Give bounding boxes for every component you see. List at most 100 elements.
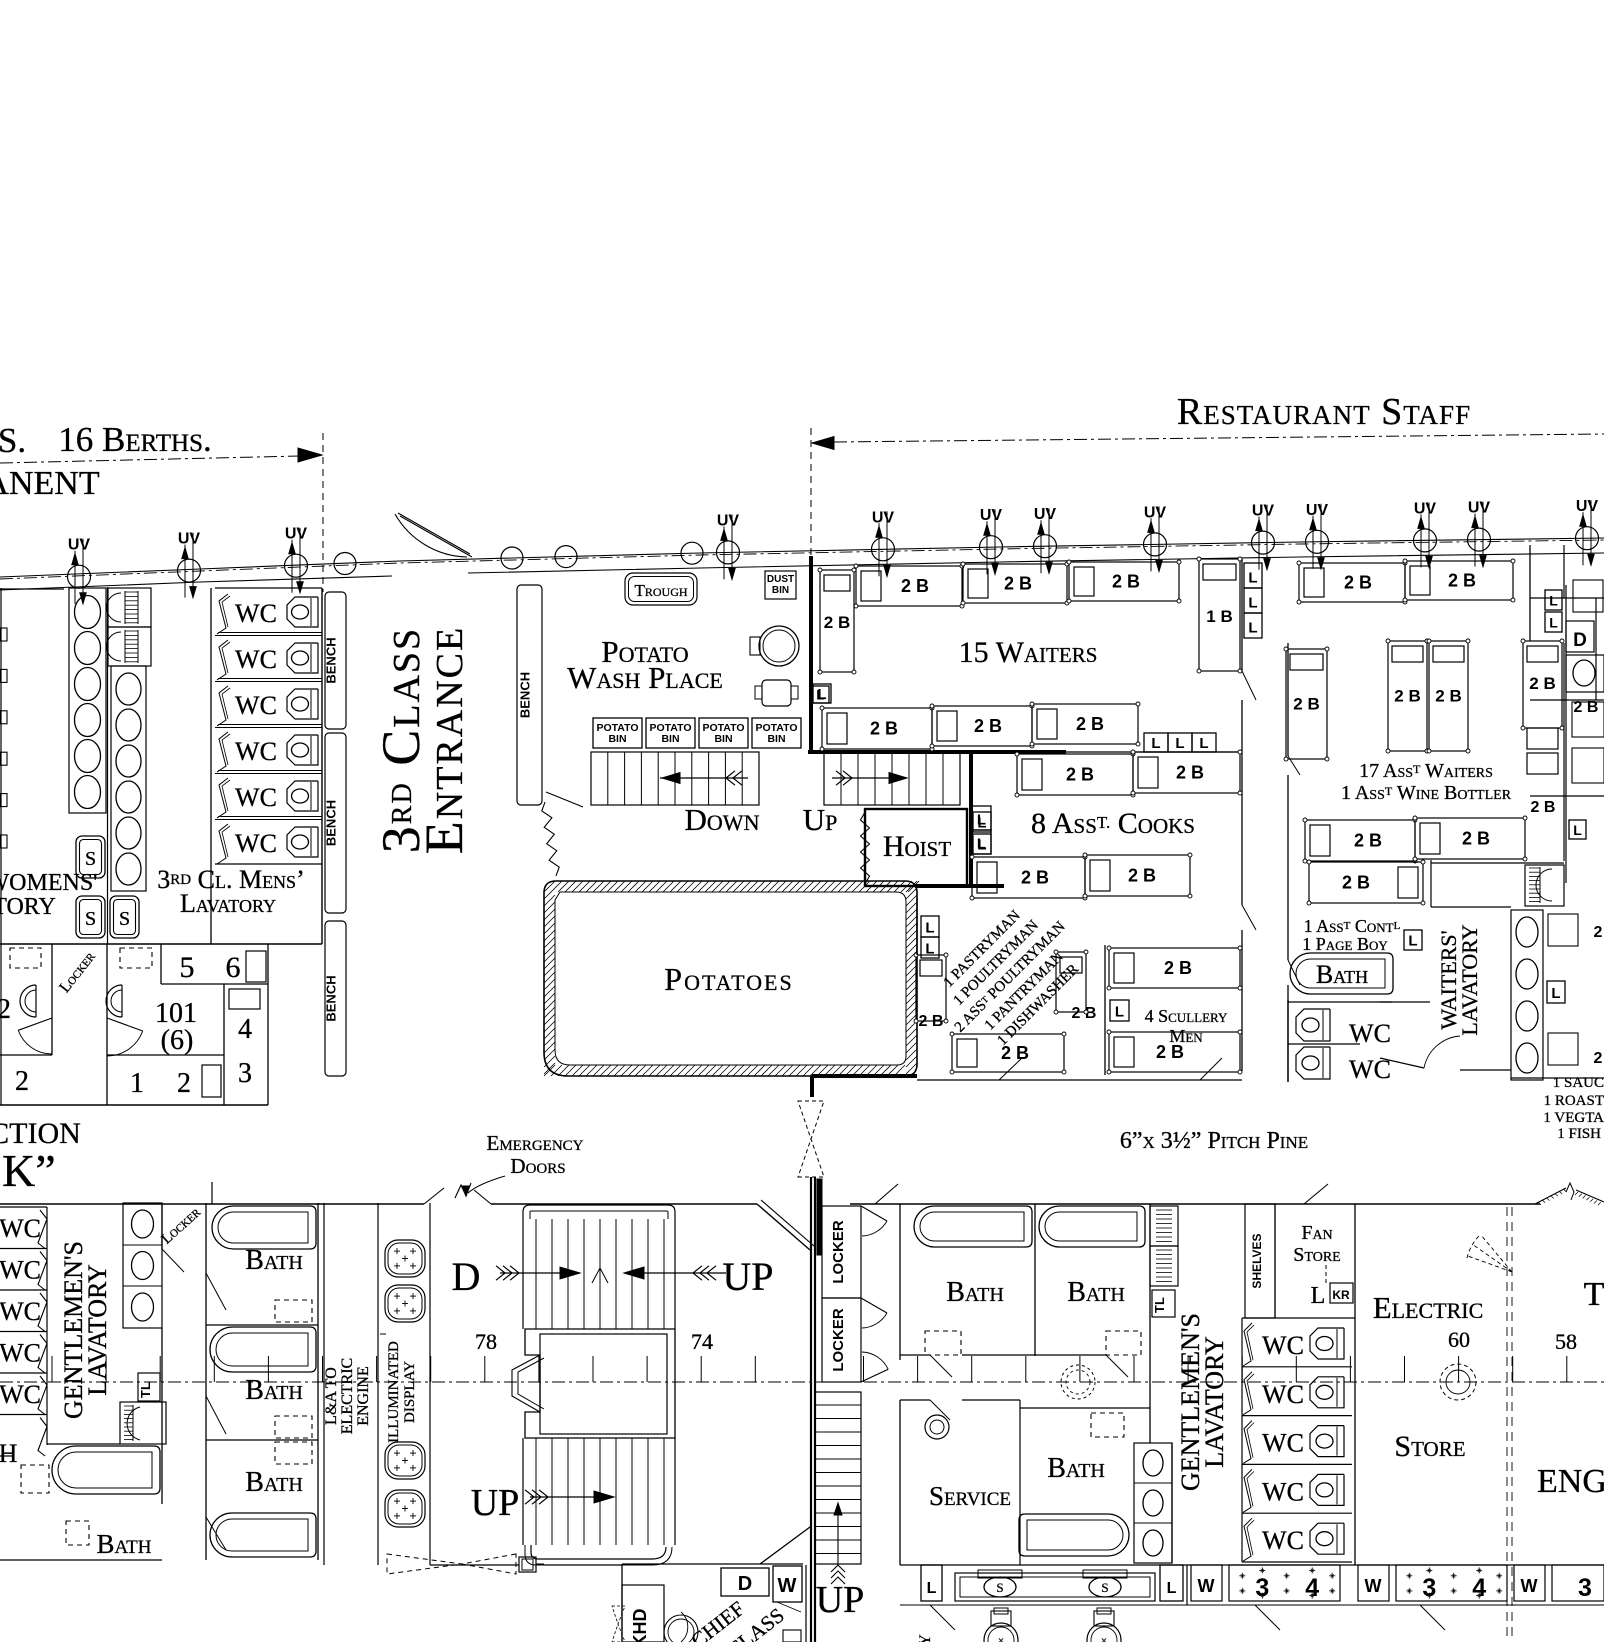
svg-text:2 B: 2 B bbox=[1435, 687, 1461, 706]
svg-text:2 B: 2 B bbox=[974, 716, 1002, 736]
svg-text:L: L bbox=[1549, 593, 1558, 609]
svg-text:Potatoes: Potatoes bbox=[664, 961, 793, 997]
svg-text:WOMENS': WOMENS' bbox=[0, 870, 98, 896]
svg-text:L: L bbox=[1151, 735, 1160, 752]
svg-text:2 B: 2 B bbox=[901, 576, 929, 596]
svg-text:WAITERS': WAITERS' bbox=[1436, 930, 1461, 1029]
svg-text:6: 6 bbox=[226, 951, 241, 984]
svg-text:L: L bbox=[1199, 735, 1208, 752]
svg-text:Down: Down bbox=[685, 802, 760, 837]
svg-text:WC: WC bbox=[235, 737, 277, 766]
svg-text:Potato: Potato bbox=[601, 634, 688, 669]
svg-text:K”: K” bbox=[2, 1145, 56, 1196]
svg-text:L: L bbox=[1573, 822, 1582, 838]
svg-text:2 B: 2 B bbox=[1112, 572, 1140, 592]
svg-text:WC: WC bbox=[1262, 1380, 1304, 1409]
svg-text:H: H bbox=[0, 1439, 18, 1468]
svg-text:DISPLAY: DISPLAY bbox=[402, 1361, 418, 1423]
svg-text:2: 2 bbox=[1594, 1050, 1603, 1067]
svg-text:2 B: 2 B bbox=[1076, 714, 1104, 734]
svg-text:L: L bbox=[927, 1580, 937, 1597]
svg-text:2 B: 2 B bbox=[1342, 873, 1370, 893]
svg-text:1 FISH: 1 FISH bbox=[1557, 1126, 1601, 1142]
svg-text:Bath: Bath bbox=[1067, 1277, 1125, 1308]
svg-text:1 AssT Wine Bottler: 1 AssT Wine Bottler bbox=[1341, 782, 1512, 804]
svg-text:L: L bbox=[977, 812, 986, 829]
svg-text:8 AssT. Cooks: 8 AssT. Cooks bbox=[1031, 807, 1195, 840]
svg-text:1 AssT ContL: 1 AssT ContL bbox=[1304, 916, 1401, 936]
svg-text:L: L bbox=[1167, 1580, 1177, 1597]
svg-text:60: 60 bbox=[1448, 1327, 1470, 1352]
svg-text:D: D bbox=[738, 1573, 752, 1595]
svg-text:2 B: 2 B bbox=[1128, 866, 1156, 886]
svg-text:W: W bbox=[1198, 1576, 1215, 1596]
svg-text:W: W bbox=[778, 1575, 797, 1597]
svg-text:TL: TL bbox=[138, 1382, 153, 1398]
svg-text:2 B: 2 B bbox=[1394, 687, 1420, 706]
svg-text:LAVATORY: LAVATORY bbox=[83, 1264, 112, 1396]
svg-text:UV: UV bbox=[1576, 498, 1599, 515]
svg-text:S: S bbox=[119, 908, 130, 930]
svg-text:WC: WC bbox=[0, 1339, 41, 1368]
svg-text:S: S bbox=[85, 848, 96, 870]
svg-text:L: L bbox=[977, 836, 986, 853]
svg-text:ENGINE: ENGINE bbox=[355, 1366, 372, 1426]
svg-text:L: L bbox=[1115, 1003, 1124, 1020]
svg-text:LAVATORY: LAVATORY bbox=[1457, 924, 1482, 1035]
svg-text:Electric: Electric bbox=[1373, 1290, 1484, 1325]
svg-text:LOCKER: LOCKER bbox=[830, 1220, 847, 1284]
svg-text:S: S bbox=[996, 1580, 1003, 1595]
svg-text:3RD Class: 3RD Class bbox=[371, 627, 431, 853]
svg-text:2 B: 2 B bbox=[1164, 958, 1192, 978]
svg-text:58: 58 bbox=[1555, 1329, 1577, 1354]
svg-text:WC: WC bbox=[235, 599, 277, 628]
svg-text:Men: Men bbox=[1169, 1026, 1203, 1046]
svg-text:L: L bbox=[1248, 595, 1257, 612]
svg-text:Trough: Trough bbox=[634, 581, 687, 600]
svg-text:3: 3 bbox=[1578, 1574, 1592, 1602]
svg-text:5: 5 bbox=[180, 951, 195, 984]
svg-text:WC: WC bbox=[1262, 1477, 1304, 1506]
svg-text:T: T bbox=[1584, 1276, 1604, 1313]
svg-text:POTATO: POTATO bbox=[650, 722, 692, 734]
svg-text:2 B: 2 B bbox=[1293, 695, 1319, 714]
svg-text:×: × bbox=[1101, 1635, 1107, 1642]
svg-text:2: 2 bbox=[0, 994, 11, 1025]
svg-text:1 SAUC: 1 SAUC bbox=[1553, 1075, 1604, 1091]
svg-text:L: L bbox=[1408, 933, 1417, 950]
svg-text:2: 2 bbox=[1594, 924, 1603, 941]
svg-text:UV: UV bbox=[285, 526, 308, 543]
svg-text:L: L bbox=[817, 686, 826, 703]
svg-text:Lavatory: Lavatory bbox=[180, 889, 276, 918]
svg-text:2 B: 2 B bbox=[1529, 674, 1555, 693]
svg-text:4: 4 bbox=[238, 1014, 252, 1045]
svg-text:TL: TL bbox=[1152, 1297, 1167, 1313]
svg-text:74: 74 bbox=[691, 1329, 713, 1354]
svg-text:WC: WC bbox=[235, 783, 277, 812]
svg-text:L: L bbox=[1175, 735, 1184, 752]
svg-text:Store: Store bbox=[1394, 1430, 1465, 1463]
svg-text:Entrance: Entrance bbox=[414, 626, 474, 854]
svg-text:×: × bbox=[998, 1635, 1004, 1642]
svg-text:Bath: Bath bbox=[97, 1529, 152, 1559]
svg-text:BENCH: BENCH bbox=[324, 637, 339, 683]
svg-text:UV: UV bbox=[1252, 503, 1275, 520]
svg-text:WC: WC bbox=[0, 1256, 41, 1285]
svg-text:L: L bbox=[816, 686, 825, 702]
svg-text:Bath: Bath bbox=[946, 1277, 1004, 1308]
svg-text:WC: WC bbox=[1262, 1331, 1304, 1360]
svg-text:L: L bbox=[1549, 615, 1558, 631]
svg-text:4: 4 bbox=[1305, 1574, 1319, 1602]
svg-text:L&A TO: L&A TO bbox=[323, 1367, 340, 1425]
svg-text:DUST: DUST bbox=[767, 574, 794, 585]
svg-text:6”x 3½” Pitch Pine: 6”x 3½” Pitch Pine bbox=[1120, 1128, 1308, 1154]
svg-text:78: 78 bbox=[475, 1329, 497, 1354]
svg-text:CTION: CTION bbox=[0, 1117, 81, 1150]
svg-text:1 Page Boy: 1 Page Boy bbox=[1302, 934, 1388, 954]
svg-text:L: L bbox=[1248, 620, 1257, 637]
svg-text:Hoist: Hoist bbox=[883, 830, 952, 863]
svg-text:2 B: 2 B bbox=[1462, 829, 1490, 849]
svg-text:WC: WC bbox=[0, 1297, 41, 1326]
svg-text:2 B: 2 B bbox=[1176, 763, 1204, 783]
svg-text:Store: Store bbox=[1293, 1244, 1340, 1266]
